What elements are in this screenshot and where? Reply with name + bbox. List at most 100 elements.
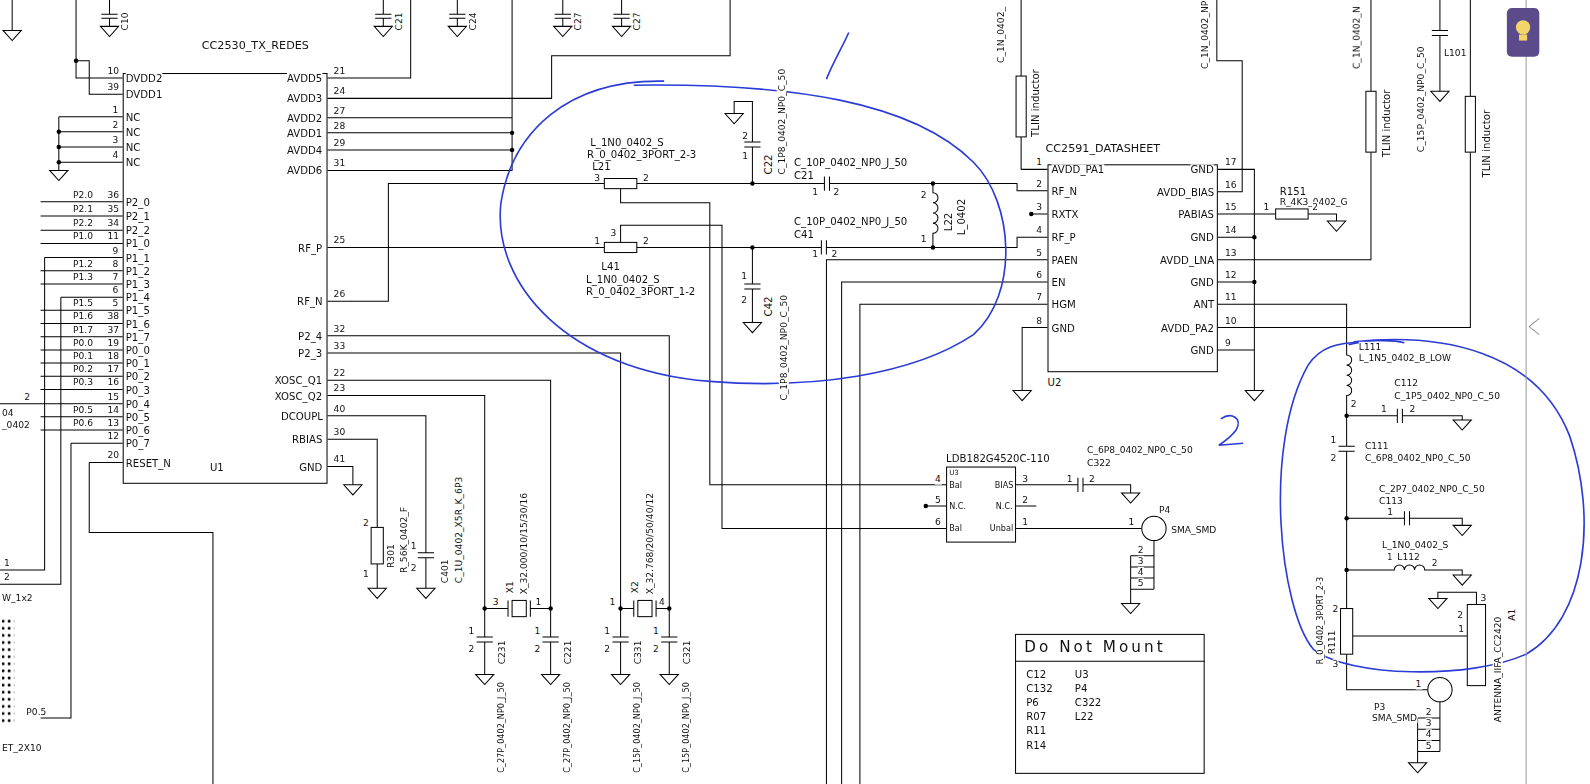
junction-dot (924, 504, 928, 508)
wire (1347, 409, 1463, 423)
component-body (604, 179, 636, 189)
wire (1432, 0, 1448, 91)
component-label: ANTENNA_IIFA_CC2420 (1493, 617, 1503, 722)
net-label: P1.2 (73, 259, 93, 269)
pin-number: 23 (334, 383, 346, 393)
pin-number: 2 (113, 120, 119, 130)
component-label: C_27P_0402_NP0_J_50 (497, 682, 506, 773)
pin-name: RBIAS (292, 434, 322, 445)
pin-name: P1_1 (126, 252, 150, 263)
net-label: P0.2 (73, 364, 93, 374)
component-body (1428, 678, 1452, 702)
junction-dot (1029, 212, 1033, 216)
component-label: 1 (1330, 435, 1336, 445)
table-cell: P6 (1026, 696, 1039, 707)
component-label: 1 (1263, 202, 1269, 212)
table-cell: P4 (1075, 682, 1088, 693)
wire (328, 416, 434, 588)
hand-annotation (1219, 416, 1243, 445)
junction-dot (74, 59, 78, 63)
pin-number: 18 (107, 351, 119, 361)
pin-name: Unbal (990, 524, 1013, 533)
ground-symbol (1013, 390, 1031, 400)
pin-name: AVDD6 (287, 165, 322, 176)
component-body (512, 600, 526, 616)
component-label: 1 (411, 541, 417, 551)
pin-name: GND (1190, 164, 1213, 175)
component-label: 2 (1426, 707, 1432, 717)
pin-number: 1 (113, 104, 119, 114)
pin-name: P0_0 (126, 344, 150, 355)
pin-number: 37 (107, 325, 119, 335)
ground-symbol (660, 674, 678, 684)
pin-number: 4 (113, 150, 119, 160)
ref-designator: U2 (1047, 377, 1061, 388)
component-label: TLIN inductor (1381, 90, 1392, 158)
component-label: A1 (1507, 609, 1517, 621)
wire (1131, 541, 1154, 604)
pin-name: P0_1 (126, 358, 150, 369)
component-label: 2 (363, 518, 369, 528)
hand-annotation (500, 32, 1584, 671)
ic-box: CC2530_TX_REDESDVDD2DVDD1NCNCNCNCP2_0P2_… (123, 73, 328, 484)
component-label: C_1N_0402_NP (1200, 1, 1210, 69)
pin-number: 17 (107, 364, 119, 374)
component-label: 2 (1410, 404, 1416, 414)
pin-name: AVDD_BIAS (1157, 186, 1214, 197)
hint-icon (1516, 20, 1530, 34)
pin-name: RF_N (1052, 185, 1078, 196)
pin-number: 6 (113, 285, 119, 295)
ground-symbol (1245, 390, 1263, 400)
pin-name: AVDD_PA1 (1052, 164, 1105, 175)
component-label: C42 (763, 296, 774, 316)
component-label: C401 (440, 559, 450, 583)
pin-number: 4 (1036, 225, 1042, 235)
component-label: C111 (1365, 441, 1389, 451)
pin-number: 40 (334, 404, 346, 414)
pin-name: PABIAS (1178, 208, 1214, 219)
pin-name: Bal (949, 480, 962, 489)
pin-number: 15 (1225, 202, 1237, 212)
pin-name: GND (299, 461, 322, 472)
component-label: 2 (832, 248, 838, 258)
pin-number: 5 (113, 298, 119, 308)
pin-name: P2_4 (298, 330, 322, 341)
wire (1347, 511, 1463, 525)
component-label: C_1P8_0402_NP0_C_50 (777, 69, 787, 175)
component-label: L22 (943, 213, 954, 232)
component-body (371, 76, 1485, 702)
table-cell: C132 (1026, 682, 1052, 693)
ground-symbol (611, 674, 629, 684)
pin-name: P0_6 (126, 424, 150, 435)
pin-number: 20 (107, 450, 119, 460)
junction-dot (548, 606, 552, 610)
component-body (1341, 609, 1353, 655)
pin-number: 19 (107, 338, 119, 348)
pin-name: GND (1190, 276, 1213, 287)
pin-number: 7 (113, 272, 119, 282)
junction-dot (750, 181, 754, 185)
pin-number: 12 (1225, 270, 1237, 280)
component-label: 2 (834, 187, 840, 197)
pin-number: 9 (113, 245, 119, 255)
pin-name: P0_7 (126, 438, 150, 449)
component-body (371, 527, 383, 564)
component-label: L_1N0_0402_S (586, 273, 660, 284)
component-label: SMA_SMD (1171, 525, 1216, 535)
pin-number: 7 (1036, 292, 1042, 302)
wire (1353, 592, 1477, 636)
component-label: C_6P8_0402_NP0_C_50 (1365, 453, 1471, 463)
pin-name: P1_2 (126, 265, 150, 276)
pin-name: N.C. (949, 502, 966, 511)
pin-number: 10 (107, 66, 119, 76)
hand-annotation (500, 81, 1006, 383)
component-label: 1 (4, 558, 10, 568)
table-cell: L22 (1075, 710, 1094, 721)
component-label: 1 (1458, 624, 1464, 634)
pin-number: 11 (107, 231, 119, 241)
ground-symbol (1431, 91, 1449, 101)
pin-name: P1_3 (126, 278, 150, 289)
pin-name: RESET_N (126, 457, 171, 468)
table-cell: R14 (1026, 739, 1046, 750)
pin-number: 31 (334, 158, 346, 168)
